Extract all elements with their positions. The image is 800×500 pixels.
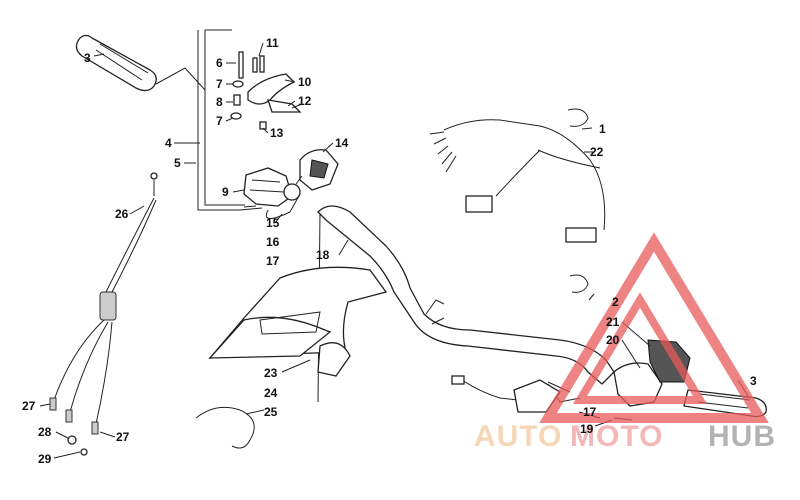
callout-15: 15 (266, 216, 280, 230)
callout-26: 26 (115, 207, 129, 221)
callout-16: 16 (266, 235, 280, 249)
callout-27-left: 27 (22, 399, 36, 413)
watermark-triangle-icon (539, 232, 769, 423)
watermark-moto: MOTO (570, 420, 663, 453)
assembly-bracket (197, 29, 245, 211)
callout-3-left: 3 (84, 51, 91, 65)
throttle-lever (247, 73, 303, 113)
callout-21: 21 (606, 315, 620, 329)
callout-25: 25 (264, 405, 278, 419)
watermark-auto: AUTO (474, 420, 562, 453)
watermark: AUTO MOTO HUB (474, 232, 776, 453)
small-hardware (230, 51, 267, 130)
screws (243, 193, 301, 219)
handlebar-pad (208, 266, 388, 377)
callout-20: 20 (606, 333, 620, 347)
callout-28: 28 (38, 425, 52, 439)
callout-29: 29 (38, 452, 52, 466)
callout-10: 10 (298, 75, 312, 89)
callout-18: 18 (316, 248, 330, 262)
right-hand-control (451, 339, 691, 421)
callout-5: 5 (174, 156, 181, 170)
callout-27-right: 27 (116, 430, 130, 444)
throttle-cable (49, 172, 158, 456)
callout-19: 19 (580, 422, 594, 436)
callout-3-right: 3 (750, 374, 757, 388)
callout-2: 2 (612, 295, 619, 309)
callout-4: 4 (165, 136, 172, 150)
watermark-inner-triangle-icon (572, 292, 708, 404)
callout-7-lower: 7 (216, 114, 223, 128)
wiring-harness (429, 119, 606, 243)
cable-tie (195, 406, 255, 449)
callout-17-right: 17 (583, 405, 597, 419)
left-grip (75, 34, 206, 92)
throttle-housing (239, 167, 301, 211)
callout-1: 1 (599, 122, 606, 136)
brake-switch (295, 149, 339, 191)
callout-17-left: 17 (266, 254, 280, 268)
clips (567, 108, 589, 293)
callout-6: 6 (216, 56, 223, 70)
watermark-hub: HUB (708, 420, 776, 453)
callout-23: 23 (264, 366, 278, 380)
callout-24: 24 (264, 386, 278, 400)
callout-11: 11 (266, 36, 279, 50)
callout-8: 8 (216, 95, 223, 109)
right-grip (683, 389, 767, 418)
callout-14: 14 (335, 136, 349, 150)
callout-7-upper: 7 (216, 77, 223, 91)
callout-13: 13 (270, 126, 284, 140)
callout-22: 22 (590, 145, 604, 159)
callout-9: 9 (222, 185, 229, 199)
callout-12: 12 (298, 94, 312, 108)
callouts: 3 4 5 6 7 8 7 11 10 12 13 14 9 15 16 17 … (22, 36, 757, 466)
